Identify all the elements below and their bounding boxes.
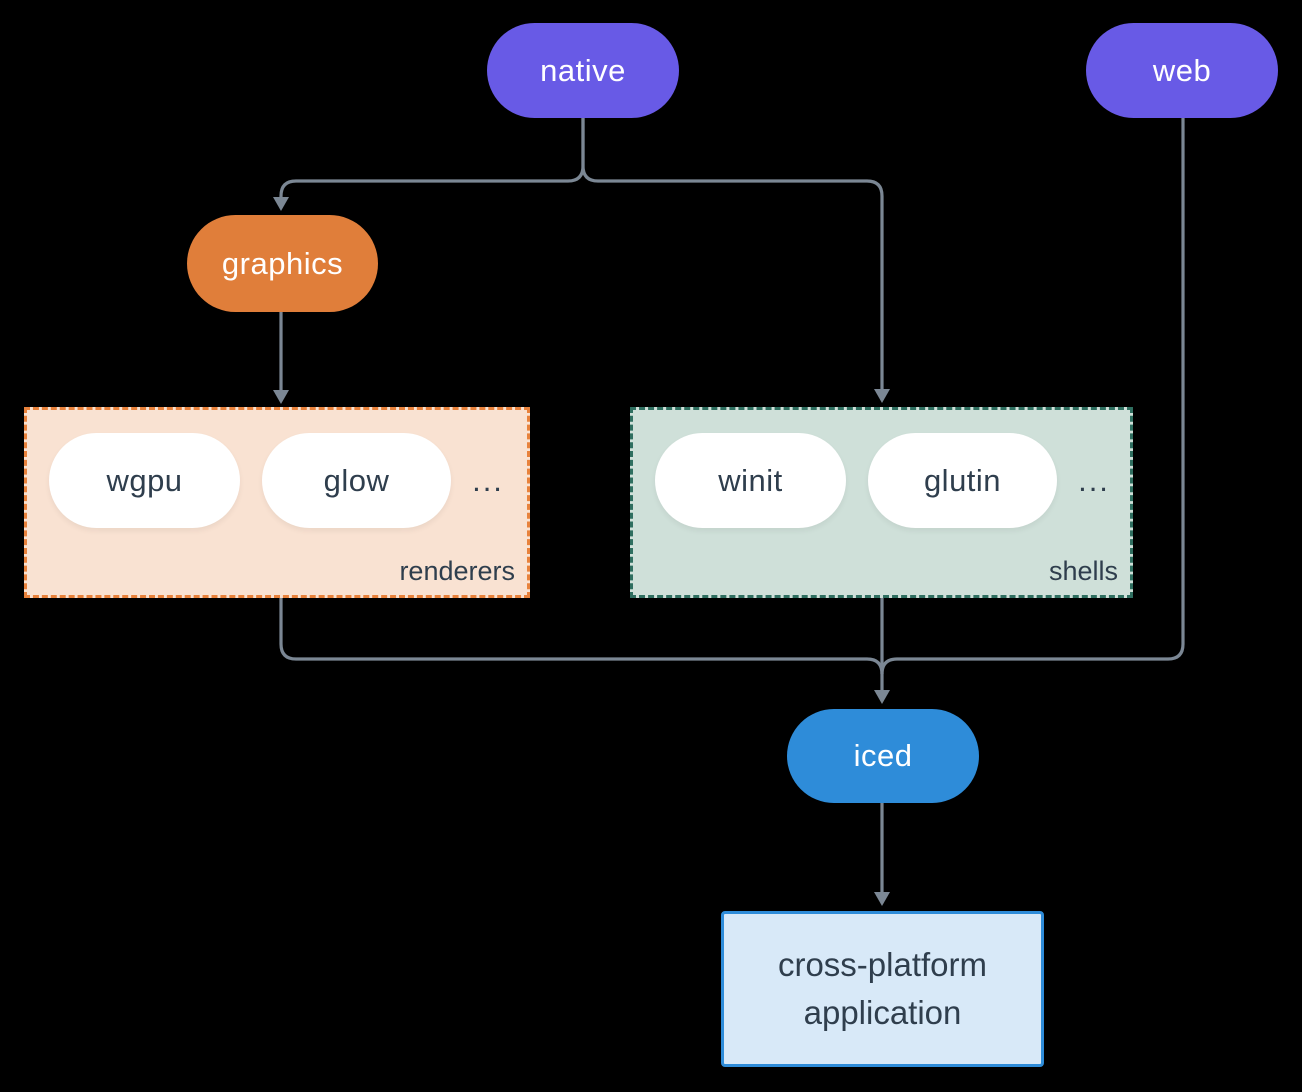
- node-iced: iced: [787, 709, 979, 803]
- node-native-label: native: [540, 52, 626, 88]
- edge-native-to-shells: [581, 118, 884, 389]
- edge-renderers-to-merge: [279, 598, 884, 675]
- node-wgpu: wgpu: [49, 433, 240, 528]
- renderers-ellipsis: ...: [472, 462, 504, 498]
- node-glutin: glutin: [868, 433, 1057, 528]
- arrowhead-iced: [874, 690, 890, 704]
- node-graphics: graphics: [187, 215, 378, 312]
- group-renderers: wgpu glow ... renderers: [24, 407, 530, 598]
- node-web-label: web: [1152, 52, 1212, 88]
- node-winit-label: winit: [718, 462, 783, 498]
- shells-group-label: shells: [1048, 556, 1118, 586]
- app-label-line2: application: [803, 994, 962, 1031]
- arrowhead-shells: [874, 389, 890, 403]
- app-label-line1: cross-platform: [777, 946, 988, 983]
- node-winit: winit: [655, 433, 846, 528]
- node-iced-label: iced: [853, 738, 913, 773]
- node-web: web: [1086, 23, 1278, 118]
- node-glow: glow: [262, 433, 451, 528]
- arrowhead-graphics: [273, 197, 289, 211]
- node-glow-label: glow: [323, 462, 390, 498]
- shells-ellipsis: ...: [1078, 462, 1110, 498]
- node-wgpu-label: wgpu: [106, 462, 183, 498]
- node-glutin-label: glutin: [923, 462, 1002, 498]
- node-cross-platform-application: cross-platform application: [721, 911, 1044, 1067]
- group-shells: winit glutin ... shells: [630, 407, 1133, 598]
- arrowhead-app: [874, 892, 890, 906]
- renderers-group-label: renderers: [399, 556, 515, 586]
- arrowhead-renderers: [273, 390, 289, 404]
- edge-native-to-graphics: [279, 118, 585, 198]
- node-graphics-label: graphics: [221, 245, 344, 281]
- node-native: native: [487, 23, 679, 118]
